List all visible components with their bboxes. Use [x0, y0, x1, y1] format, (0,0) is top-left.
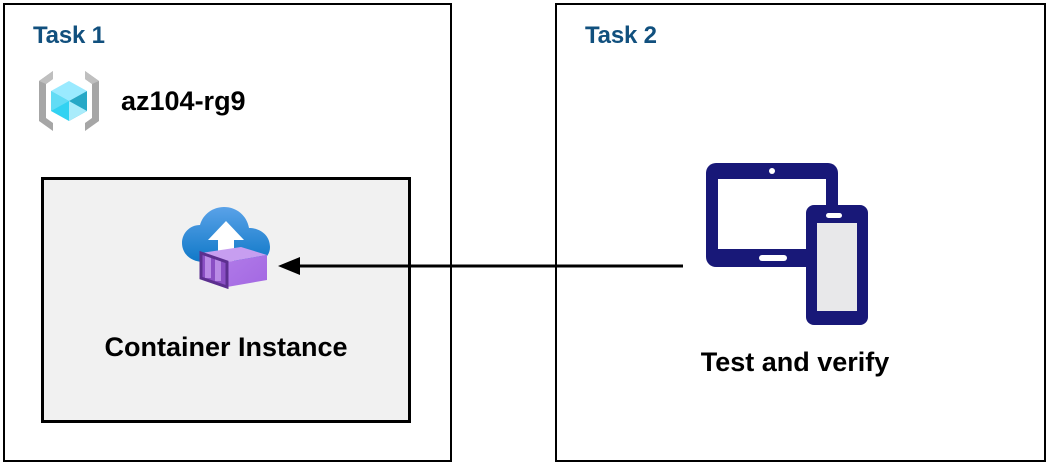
container-instance-icon-wrap — [44, 204, 408, 290]
task-1-title: Task 1 — [33, 22, 105, 49]
test-and-verify-label: Test and verify — [700, 347, 890, 377]
azure-resource-group-icon — [33, 65, 105, 137]
tablet-and-phone-devices-icon — [700, 155, 890, 335]
resource-group-row: az104-rg9 — [33, 65, 246, 137]
task-1-panel: Task 1 — [3, 3, 452, 462]
container-instance-label: Container Instance — [104, 332, 348, 362]
task-2-title: Task 2 — [585, 22, 657, 49]
devices-icon-wrap — [630, 155, 960, 335]
resource-group-label: az104-rg9 — [121, 85, 246, 116]
azure-container-instance-icon — [178, 204, 274, 290]
container-instance-card: Container Instance — [41, 177, 411, 423]
test-and-verify-block: Test and verify — [630, 155, 960, 378]
